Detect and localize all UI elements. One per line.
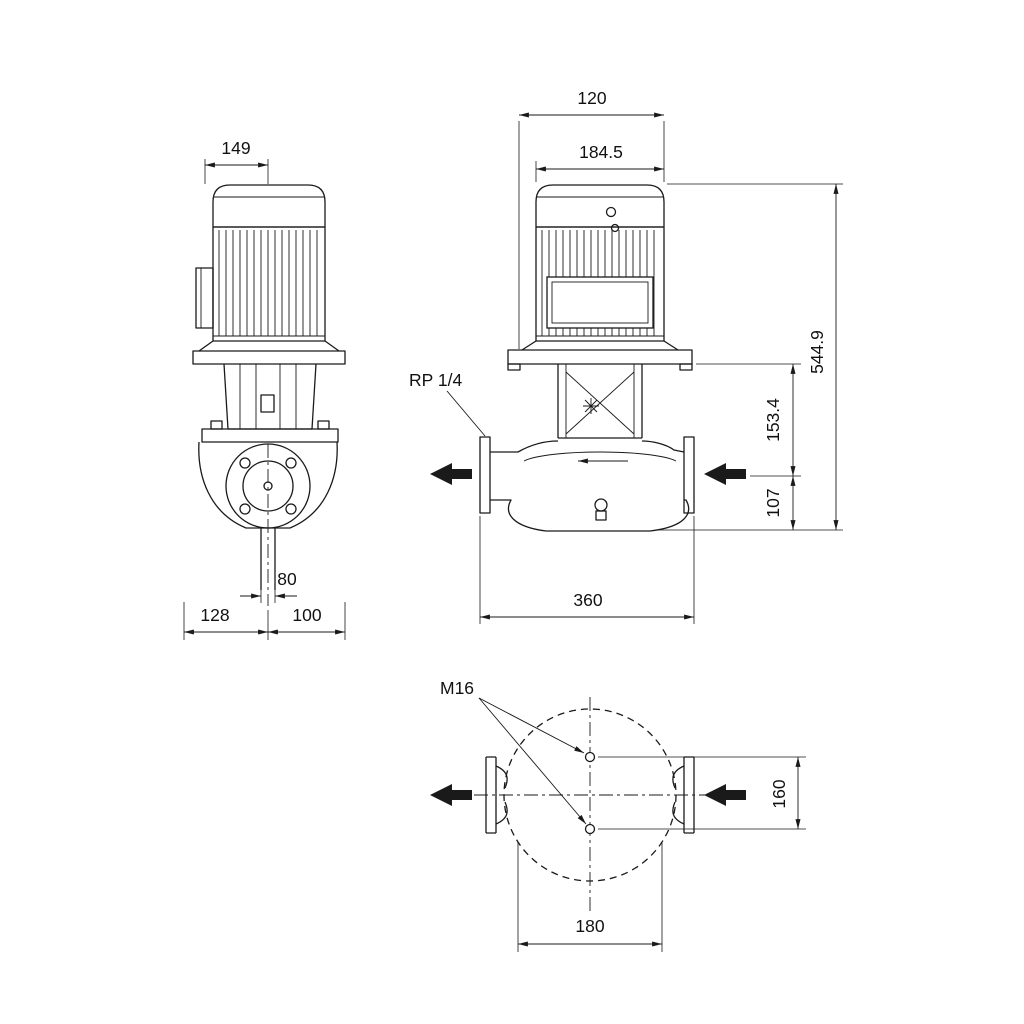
side-flange-bolt-left (210, 420, 223, 430)
top-tap-hole-lower (584, 823, 596, 835)
label-plug: RP 1/4 (409, 370, 462, 390)
front-discharge-flange (683, 436, 695, 514)
front-lantern-ribs (565, 364, 635, 438)
dim-side-motor-width: 149 (221, 138, 250, 158)
front-section-mark (583, 398, 599, 414)
dim-top-flange-depth: 160 (769, 779, 789, 808)
side-lower-pipe (260, 528, 276, 590)
dim-side-port-diameter: 80 (277, 569, 297, 589)
dim-front-port-height: 107 (763, 488, 783, 517)
side-terminal-box (195, 267, 214, 329)
front-casing-bottom (490, 499, 690, 532)
dim-front-total-height: 544.9 (807, 330, 827, 374)
flow-arrow-in (430, 463, 472, 485)
front-terminal-box (546, 276, 654, 329)
dim-120-extensions (518, 121, 665, 349)
front-terminal-box-lid (551, 281, 649, 324)
dim-front-port-to-port: 360 (573, 590, 602, 610)
side-mounting-plate (192, 350, 346, 365)
front-casing-top (490, 440, 685, 453)
front-lifting-eye (605, 206, 617, 218)
top-view: M16 (430, 678, 746, 912)
dim-160-extensions (598, 756, 806, 830)
front-motor-base (521, 340, 679, 351)
side-bolt-hole (285, 457, 297, 469)
front-view: RP 1/4 (409, 184, 746, 532)
label-tap-size: M16 (440, 678, 474, 698)
side-bolt-hole (239, 457, 251, 469)
side-view-dimensions: 149 80 128 100 (183, 138, 346, 640)
front-lantern (557, 364, 643, 439)
front-motor-cap (535, 184, 665, 228)
dim-180-extensions (517, 842, 663, 952)
dim-side-right-offset: 100 (292, 605, 321, 625)
side-motor-base (198, 340, 340, 352)
front-suction-flange (479, 436, 491, 514)
front-mounting-plate (507, 349, 693, 365)
front-plate-foot-left (507, 363, 521, 371)
dim-side-left-offset: 128 (200, 605, 229, 625)
front-plate-foot-right (679, 363, 693, 371)
dim-front-motor-width: 184.5 (579, 142, 623, 162)
front-view-dimensions: 120 184.5 544.9 153.4 107 360 (479, 88, 843, 624)
side-pump-flange (201, 428, 339, 443)
side-bolt-hole (285, 503, 297, 515)
side-flange-face-inner (242, 460, 294, 512)
top-right-neck (672, 765, 685, 825)
front-lifting-eye (610, 223, 620, 233)
front-drain-plug (594, 498, 608, 512)
tap-leader-lower (478, 697, 587, 825)
side-flange-bolt-right (317, 420, 330, 430)
top-left-flange (485, 756, 497, 834)
dim-front-lantern-height: 153.4 (763, 398, 783, 442)
side-view (192, 184, 346, 606)
plug-leader-line (446, 390, 486, 437)
side-bolt-hole (239, 503, 251, 515)
dim-360-extensions (479, 516, 695, 624)
side-flange-face-outer (225, 443, 311, 529)
side-shaft-center (263, 481, 273, 491)
flow-arrow-out (704, 784, 746, 806)
top-tap-hole-upper (584, 751, 596, 763)
dim-front-top-width: 120 (577, 88, 606, 108)
side-motor-fins (218, 230, 318, 336)
side-lantern-window (260, 394, 275, 413)
flow-arrow-in (430, 784, 472, 806)
side-motor-cap (212, 184, 326, 228)
top-motor-outline (503, 708, 677, 882)
side-lantern-ribs (239, 364, 297, 429)
front-casing-inner-arc (523, 451, 677, 462)
dim-149-extensions (204, 159, 269, 184)
front-motor-body (535, 226, 665, 342)
front-drain-plug-body (595, 510, 607, 521)
flow-arrow-out (704, 463, 746, 485)
top-left-neck (495, 765, 508, 825)
height-dim-extensions (656, 183, 843, 531)
side-motor-body (212, 226, 326, 342)
side-lantern (223, 363, 317, 430)
top-view-dimensions: 160 180 (517, 756, 806, 952)
dim-top-hole-spacing: 180 (575, 916, 604, 936)
front-lantern-braces (565, 371, 635, 435)
tap-leader-upper (478, 697, 585, 754)
